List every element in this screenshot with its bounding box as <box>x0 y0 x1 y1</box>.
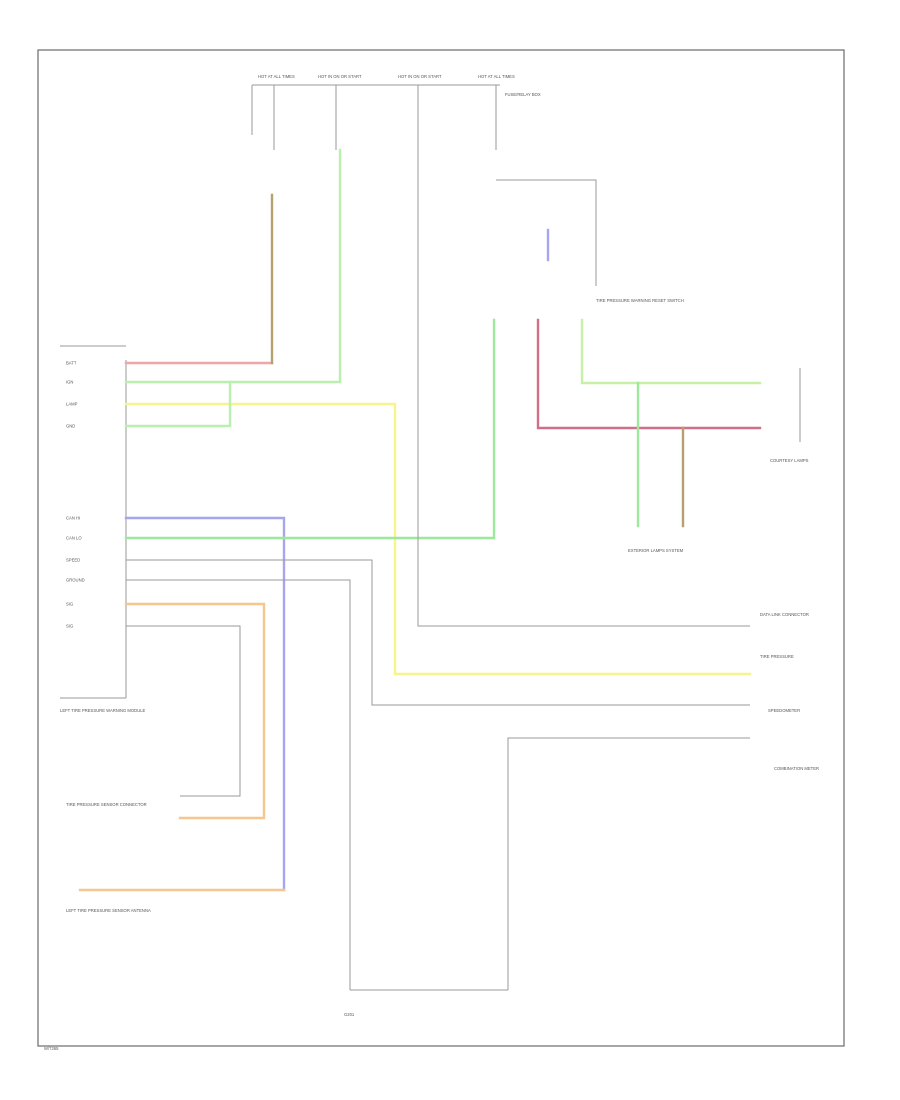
exterior-lamps-label: EXTERIOR LAMPS SYSTEM <box>628 548 684 553</box>
module-pin-label: CAN HI <box>66 516 80 521</box>
module-label: LEFT TIRE PRESSURE WARNING MODULE <box>60 708 146 713</box>
switch-label: TIRE PRESSURE WARNING RESET SWITCH <box>596 298 684 303</box>
wire-red-lamp <box>536 318 762 430</box>
footer-code: W/7265 <box>44 1046 59 1051</box>
module-pin-label: BATT <box>66 361 77 366</box>
fuse-2-label: HOT IN ON OR START <box>318 74 362 79</box>
courtesy-lamps-label: COURTESY LAMPS <box>770 458 809 463</box>
tpms-module: LEFT TIRE PRESSURE WARNING MODULE <box>60 345 146 713</box>
wire-ground <box>126 579 351 990</box>
module-pin-label: LAMP <box>66 402 78 407</box>
fuse-4-label: HOT AT ALL TIMES <box>478 74 515 79</box>
wire-gnd <box>124 380 232 428</box>
fuse-1-label: HOT AT ALL TIMES <box>258 74 295 79</box>
sensor-connector-label: TIRE PRESSURE SENSOR CONNECTOR <box>66 802 147 807</box>
wire-speed <box>126 559 750 706</box>
module-pin-label: IGN <box>66 380 73 385</box>
speedometer-label: SPEEDOMETER <box>768 708 800 713</box>
wire-sig-2 <box>126 625 241 797</box>
module-pin-label: SIG <box>66 624 73 629</box>
fuse-3-label: HOT IN ON OR START <box>398 74 442 79</box>
module-pin-label: SIG <box>66 602 73 607</box>
ground-label: G201 <box>344 1012 355 1017</box>
wire-sig-1 <box>124 602 266 820</box>
module-pin-label: SPEED <box>66 558 80 563</box>
component-labels: TIRE PRESSURE WARNING RESET SWITCH COURT… <box>44 298 819 1051</box>
tire-pressure-label: TIRE PRESSURE <box>760 654 794 659</box>
fuse-box-label: FUSE/RELAY BOX <box>505 92 541 97</box>
wire-switch-lamp <box>417 150 750 627</box>
module-pin-label: GROUND <box>66 578 85 583</box>
antenna-label: LEFT TIRE PRESSURE SENSOR ANTENNA <box>66 908 151 913</box>
wire-combo <box>507 737 750 990</box>
wires <box>78 148 801 991</box>
wire-ign <box>124 148 342 384</box>
diagram-frame <box>37 49 845 1047</box>
combination-meter-label: COMBINATION METER <box>774 766 819 771</box>
wire-can-lo <box>124 318 496 540</box>
data-link-label: DATA LINK CONNECTOR <box>760 612 809 617</box>
wire-green-lamp <box>580 318 762 385</box>
fuse-section: HOT AT ALL TIMES HOT IN ON OR START HOT … <box>251 74 541 150</box>
module-pin-label: GND <box>66 424 75 429</box>
wire-switch-frame <box>496 179 597 286</box>
module-pin-label: CAN LO <box>66 536 82 541</box>
wire-can-hi <box>124 516 286 892</box>
